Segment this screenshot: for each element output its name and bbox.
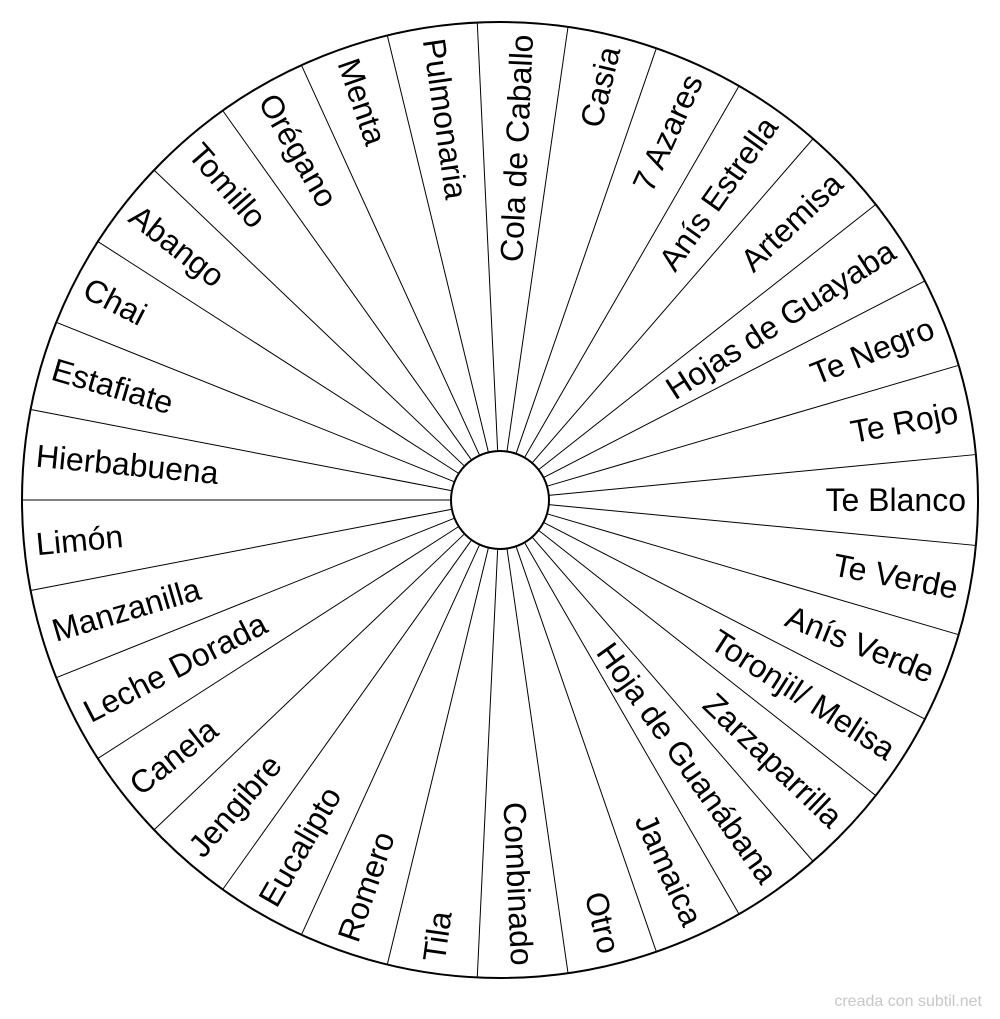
wheel-spoke <box>515 546 657 952</box>
segment-label: Otro <box>578 888 628 957</box>
segment-label: Te Negro <box>805 310 939 392</box>
segment-label: 7 Azares <box>625 69 709 197</box>
segment-label: Canela <box>123 711 225 802</box>
segment-label: Cola de Caballo <box>493 34 540 263</box>
wheel-spoke <box>538 204 877 471</box>
segment-label: Te Blanco <box>825 482 966 518</box>
wheel-spoke <box>386 35 489 453</box>
segment-label: Hojas de Guayaba <box>659 233 902 407</box>
segment-label: Casia <box>573 43 627 131</box>
segment-label: Te Verde <box>830 547 961 606</box>
wheel-spoke <box>506 548 569 974</box>
wheel-spoke <box>546 364 959 487</box>
segment-label: Jengibre <box>181 748 289 864</box>
wheel-outer-circle <box>21 21 979 979</box>
segment-label: Artemisa <box>733 165 849 278</box>
wheel-spoke <box>30 508 452 591</box>
wheel-spoke <box>476 22 499 452</box>
wheel-spoke <box>524 542 740 915</box>
wheel-spoke <box>531 536 814 862</box>
segment-label: Limón <box>34 518 124 562</box>
segment-label: Tomillo <box>181 136 273 235</box>
wheel-spoke <box>300 544 481 936</box>
segment-label: Orégano <box>251 87 344 213</box>
segment-label: Hierbabuena <box>34 438 220 491</box>
wheel-spoke <box>543 280 926 478</box>
wheel-spoke <box>543 522 926 720</box>
wheel-spoke <box>97 241 460 474</box>
segment-label: Menta <box>331 54 394 150</box>
segment-label: Combinado <box>496 801 540 966</box>
segment-label: Te Rojo <box>848 394 961 450</box>
segment-label: Romero <box>331 827 402 946</box>
wheel-spoke <box>546 513 959 636</box>
wheel-spoke <box>548 454 976 496</box>
segment-label: Jamaica <box>628 808 710 932</box>
wheel-spoke <box>476 548 499 978</box>
wheel-spoke <box>222 110 472 461</box>
segment-label: Estafiate <box>48 351 178 421</box>
wheel-spoke <box>386 547 489 965</box>
segment-label: Chai <box>78 270 153 332</box>
wheel-spoke <box>531 138 814 464</box>
segment-label: Eucalipto <box>251 781 348 913</box>
wheel-spoke <box>56 321 455 483</box>
wheel-spoke <box>153 533 465 831</box>
wheel-spoke <box>222 539 472 890</box>
segment-label: Pulmonaria <box>416 36 475 202</box>
segment-label: Tila <box>416 909 459 964</box>
wheel-spokes <box>22 22 976 978</box>
wheel-spoke <box>300 64 481 456</box>
wheel-spoke <box>524 85 740 458</box>
wheel-spoke <box>548 504 976 546</box>
wheel-spoke <box>56 517 455 679</box>
wheel-spoke <box>97 526 460 759</box>
segment-label: Abango <box>123 198 232 294</box>
wheel-spoke <box>506 26 569 452</box>
wheel-spoke <box>30 409 452 492</box>
wheel-spoke <box>153 169 465 467</box>
wheel-spoke <box>515 48 657 454</box>
credit-text: creada con subtil.net <box>834 993 982 1010</box>
wheel-spoke <box>538 529 877 796</box>
wheel-center-circle <box>450 450 550 550</box>
